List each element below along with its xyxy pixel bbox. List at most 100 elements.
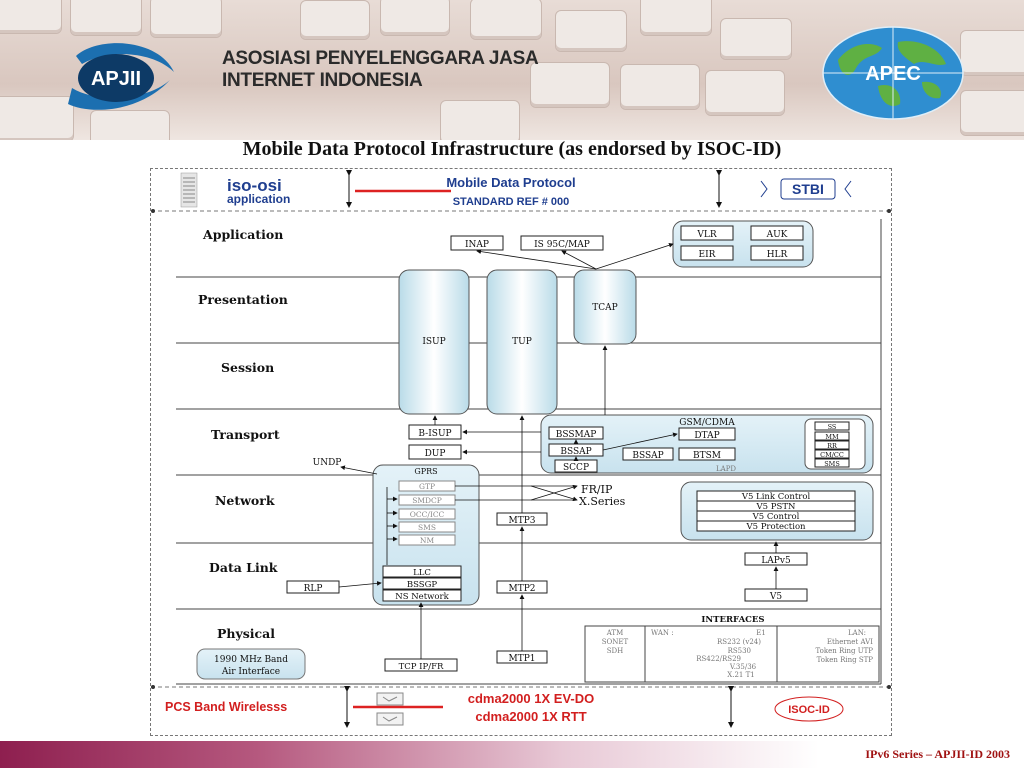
box-tcp-ip-fr: TCP IP/FR	[399, 662, 444, 672]
keyboard-key	[440, 100, 520, 140]
bottom-banner: PCS Band Wirelesss cdma2000 1X EV-DO cdm…	[165, 686, 844, 728]
top-banner: iso-osi application Mobile Data Protocol…	[180, 170, 852, 208]
box-auk: AUK	[766, 230, 788, 240]
box-smdcp: SMDCP	[412, 496, 442, 505]
box-sms: SMS	[418, 523, 436, 532]
box-dtap: DTAP	[694, 431, 719, 441]
keyboard-key	[640, 0, 712, 36]
box-vlr: VLR	[696, 230, 716, 240]
iface-rs530: RS530	[728, 647, 751, 655]
iface-ethernet: Ethernet AVI	[827, 638, 873, 646]
fr-ip-label: FR/IP	[581, 483, 613, 496]
keyboard-key	[90, 110, 170, 140]
iface-sdh: SDH	[607, 647, 624, 655]
box-lapv5: LAPv5	[761, 556, 791, 566]
interfaces-table: INTERFACES ATM SONET SDH WAN : E1 RS232 …	[584, 615, 880, 683]
box-sccp: SCCP	[563, 463, 589, 473]
box-bssap-1: BSSAP	[560, 447, 591, 457]
apjii-logo-text: APJII	[91, 68, 141, 90]
layer-label-presentation: Presentation	[198, 292, 288, 307]
pcs-band-label: PCS Band Wirelesss	[165, 700, 287, 714]
box-bssmap: BSSMAP	[556, 430, 597, 440]
box-ns-network: NS Network	[395, 592, 449, 602]
box-occ-icc: OCC/ICC	[410, 510, 445, 519]
keyboard-key	[70, 0, 142, 36]
layer-label-session: Session	[221, 360, 274, 375]
apec-logo: APEC	[822, 26, 964, 120]
box-gtp: GTP	[419, 482, 435, 491]
protocol-diagram-svg: iso-osi application Mobile Data Protocol…	[151, 170, 891, 728]
keyboard-key	[300, 0, 370, 40]
interfaces-title: INTERFACES	[701, 615, 764, 625]
band-label-line1: 1990 MHz Band	[214, 655, 288, 665]
iso-application-label: application	[227, 192, 290, 206]
box-hlr: HLR	[767, 250, 788, 260]
x-series-label: X.Series	[579, 495, 626, 508]
keyboard-key	[470, 0, 542, 40]
box-cm-cc: CM/CC	[820, 451, 844, 459]
keyboard-key	[620, 64, 700, 110]
footer-text: IPv6 Series – APJII-ID 2003	[865, 747, 1010, 761]
box-llc: LLC	[413, 568, 431, 578]
gprs-label: GPRS	[414, 467, 437, 476]
iface-rs232: RS232 (v24)	[717, 638, 761, 646]
iface-sonet: SONET	[602, 638, 629, 646]
iface-wan: WAN :	[651, 629, 674, 637]
box-v5-pstn: V5 PSTN	[756, 502, 796, 512]
cdma-rtt-label: cdma2000 1X RTT	[475, 709, 586, 724]
keyboard-key	[705, 70, 785, 116]
box-inap: INAP	[465, 240, 489, 250]
box-v5-control: V5 Control	[752, 512, 800, 522]
org-name-line2: INTERNET INDONESIA	[222, 70, 423, 91]
layer-label-network: Network	[215, 493, 275, 508]
footer-bar: IPv6 Series – APJII-ID 2003	[0, 741, 1024, 768]
undp-label: UNDP	[313, 458, 342, 468]
box-bssgp: BSSGP	[407, 580, 438, 590]
iface-e1: E1	[756, 629, 766, 637]
isoc-id-logo: ISOC-ID	[788, 704, 830, 716]
box-v5: V5	[769, 592, 782, 602]
box-mtp1: MTP1	[509, 654, 536, 664]
box-dup: DUP	[425, 449, 446, 459]
keyboard-key	[150, 0, 222, 38]
mobile-data-protocol-label: Mobile Data Protocol	[446, 175, 575, 190]
iface-v35: V.35/36	[729, 663, 757, 671]
box-bssap-2: BSSAP	[632, 451, 663, 461]
layer-label-data-link: Data Link	[209, 560, 278, 575]
box-nm: NM	[420, 536, 435, 545]
box-b-isup: B-ISUP	[418, 429, 451, 439]
lapd-label: LAPD	[716, 465, 736, 473]
iface-atm: ATM	[606, 629, 624, 637]
box-isup: ISUP	[422, 337, 445, 347]
org-name: ASOSIASI PENYELENGGARA JASA INTERNET IND…	[222, 48, 539, 92]
box-v5-protection: V5 Protection	[745, 522, 806, 532]
keyboard-key	[555, 10, 627, 52]
protocol-diagram: iso-osi application Mobile Data Protocol…	[150, 168, 892, 736]
box-tcap: TCAP	[592, 303, 617, 313]
box-ss: SS	[828, 423, 837, 431]
org-name-line1: ASOSIASI PENYELENGGARA JASA	[222, 48, 539, 69]
gsm-cdma-label: GSM/CDMA	[679, 418, 735, 428]
stbi-logo: STBI	[792, 181, 824, 197]
iface-lan: LAN:	[848, 629, 866, 637]
iface-rs422: RS422/RS29	[696, 655, 741, 663]
standard-ref-label: STANDARD REF # 000	[453, 196, 570, 208]
header-banner: APJII ASOSIASI PENYELENGGARA JASA INTERN…	[0, 0, 1024, 140]
iface-x21: X.21 T1	[727, 671, 754, 679]
iface-token-stp: Token Ring STP	[817, 656, 874, 664]
box-btsm: BTSM	[693, 451, 721, 461]
box-is95c-map: IS 95C/MAP	[534, 240, 590, 250]
apjii-logo: APJII	[68, 43, 174, 110]
iface-token-utp: Token Ring UTP	[816, 647, 874, 655]
band-label-line2: Air Interface	[221, 667, 280, 677]
iso-osi-label: iso-osi	[227, 176, 282, 195]
box-eir: EIR	[699, 250, 716, 260]
page-title: Mobile Data Protocol Infrastructure (as …	[242, 138, 782, 160]
keyboard-key	[530, 62, 610, 108]
keyboard-key	[380, 0, 450, 36]
box-mtp2: MTP2	[509, 584, 536, 594]
keyboard-key	[720, 18, 792, 60]
box-sms-stack: SMS	[824, 460, 840, 468]
box-rr: RR	[827, 442, 838, 450]
box-mtp3: MTP3	[509, 516, 536, 526]
